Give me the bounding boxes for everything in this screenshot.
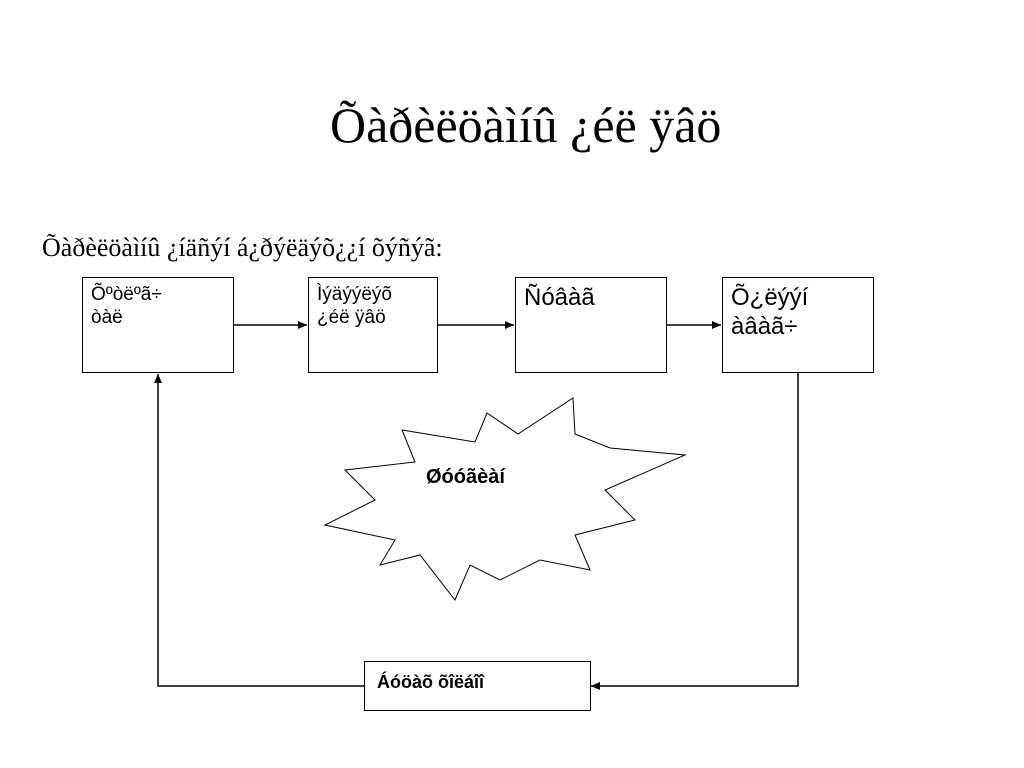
encoder-line-2: ¿éë ÿâö (317, 306, 386, 328)
sender-line-2: òàë (91, 306, 123, 328)
sender-box: Õºòëºã÷ òàë (82, 277, 234, 373)
encoder-box: Ìýäýýëýõ ¿éë ÿâö (308, 277, 438, 373)
receiver-line-1: Õ¿ëýýí (731, 284, 809, 311)
channel-line-1: Ñóâàã (524, 284, 595, 311)
feedback-box: Áóöàõ õîëáîî (364, 661, 591, 711)
page-title: Õàðèëöàìíû ¿éë ÿâö (330, 97, 722, 153)
arrow-feedback-to-sender (154, 374, 364, 687)
channel-box: Ñóâàã (515, 277, 667, 373)
receiver-box: Õ¿ëýýí àâàã÷ (722, 277, 874, 373)
feedback-label: Áóöàõ õîëáîî (377, 672, 485, 692)
receiver-line-2: àâàã÷ (731, 312, 798, 340)
sender-line-1: Õºòëºã÷ (91, 284, 162, 305)
arrow-receiver-to-feedback (591, 373, 799, 690)
encoder-line-1: Ìýäýýëýõ (317, 284, 392, 305)
subtitle: Õàðèëöàìíû ¿íäñýí á¿ðýëäýõ¿¿í õýñýã: (42, 233, 443, 262)
noise-burst-shape (323, 397, 687, 601)
noise-label: Øóóãèàí (426, 466, 505, 488)
